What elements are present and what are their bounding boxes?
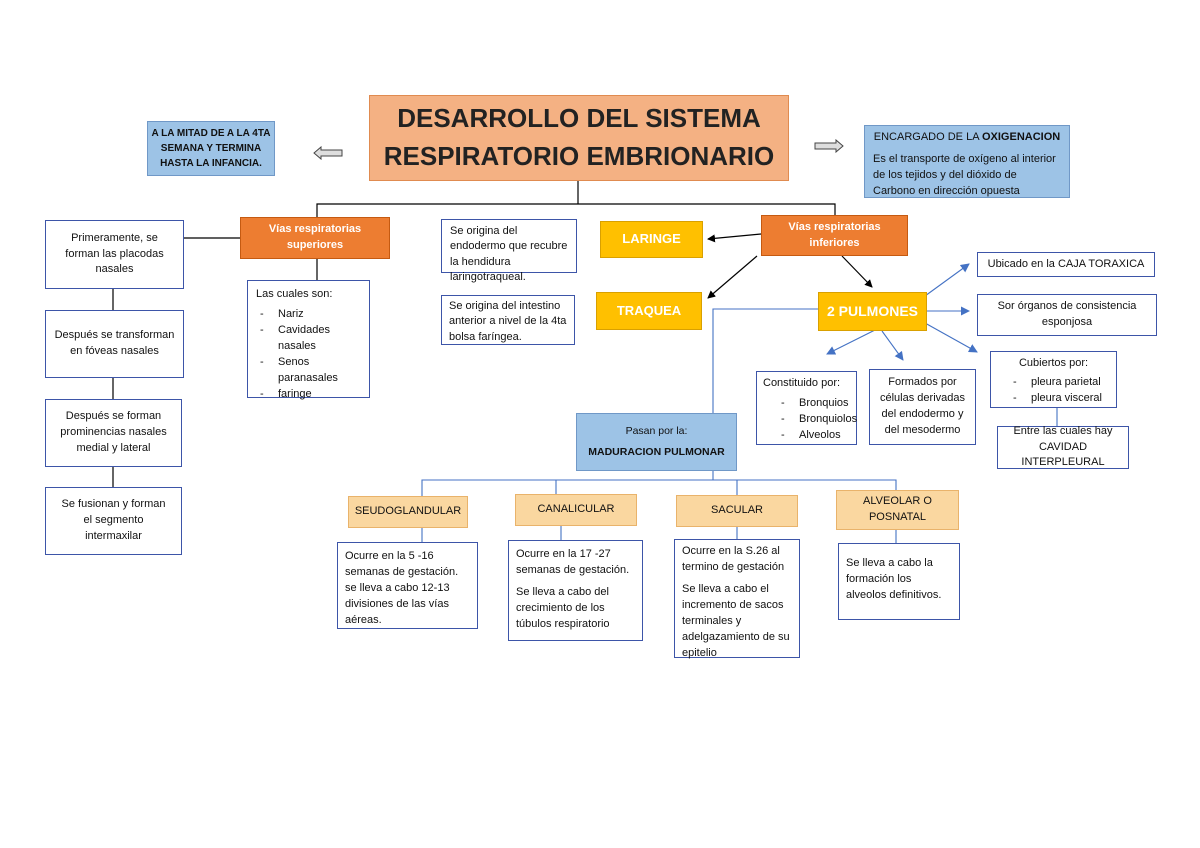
trachea-description: Se origina del intestino anterior a nive… [441,295,575,345]
stage-text: Se lleva a cabo del crecimiento de los t… [516,585,610,630]
nasal-step-text: Se fusionan y forman el segmento interma… [61,498,166,542]
upper-airways-label: Vías respiratorias superiores [268,223,362,251]
pulmonary-maturation-node: Pasan por la: MADURACION PULMONAR [576,413,737,471]
stage-1-label: SEUDOGLANDULAR [348,496,468,528]
oxygenation-heading-prefix: ENCARGADO DE LA [873,131,982,143]
nasal-step-2: Después se transforman en fóveas nasales [45,310,184,378]
duration-line-3: HASTA LA INFANCIA. [160,158,262,169]
nasal-step-4: Se fusionan y forman el segmento interma… [45,487,182,555]
stage-3-description: Ocurre en la S.26 al termino de gestació… [674,539,800,659]
stage-text: Ocurre en la 17 -27 semanas de gestación… [516,548,630,576]
lungs-origin-box: Formados por células derivadas del endod… [869,369,976,445]
stage-3-label: SACULAR [676,495,798,527]
lungs-location-box: Ubicado en la CAJA TORAXICA [977,252,1155,277]
upper-airways-list: Las cuales son: Nariz Cavidades nasales … [247,280,370,403]
lungs-constitution-title: Constituido por: [763,377,841,389]
larynx-label: LARINGE [622,231,681,247]
right-double-arrow-icon [814,139,844,153]
upper-airways-node: Vías respiratorias superiores [240,217,390,259]
larynx-node: LARINGE [600,221,703,258]
lungs-consistency-text: Sor órganos de consistencia esponjosa [997,300,1137,328]
lungs-constitution-item: Bronquios [777,396,850,412]
upper-airway-item: Cavidades nasales [256,323,361,355]
stage-text: Ocurre en la 5 -16 semanas de gestación. [345,550,459,578]
upper-airway-item: faringe [256,387,361,403]
stage-text: Se lleva a cabo el incremento de sacos t… [682,582,790,659]
upper-airways-list-title: Las cuales son: [256,288,333,300]
stage-1-description: Ocurre en la 5 -16 semanas de gestación.… [337,542,478,629]
lungs-location-text: Ubicado en la CAJA TORAXICA [987,257,1145,270]
lower-airways-label: Vías respiratorias inferiores [788,220,881,249]
oxygenation-heading: ENCARGADO DE LA OXIGENACION [873,130,1061,146]
stage-name: SEUDOGLANDULAR [354,505,462,518]
pleura-item: pleura parietal [1009,375,1108,391]
larynx-description-text: Se origina del endodermo que recubre la … [450,225,568,284]
nasal-step-3: Después se forman prominencias nasales m… [45,399,182,467]
title-line-2: RESPIRATORIO EMBRIONARIO [383,141,775,171]
stage-name: ALVEOLAR O POSNATAL [863,495,932,523]
stage-name: SACULAR [711,504,763,517]
trachea-description-text: Se origina del intestino anterior a nive… [449,300,567,343]
stage-text: Ocurre en la S.26 al termino de gestació… [682,545,785,573]
duration-line-1: A LA MITAD DE A LA 4TA [151,128,271,139]
upper-airway-item: Senos paranasales [256,355,361,387]
stage-2-label: CANALICULAR [515,494,637,526]
stage-name: CANALICULAR [537,503,615,516]
nasal-step-text: Primeramente, se forman las placodas nas… [65,231,164,276]
lower-airways-node: Vías respiratorias inferiores [761,215,908,256]
nasal-step-text: Después se forman prominencias nasales m… [60,410,167,454]
title-line-1: DESARROLLO DEL SISTEMA [397,103,761,134]
nasal-step-1: Primeramente, se forman las placodas nas… [45,220,184,289]
stage-4-description: Se lleva a cabo la formación los alveolo… [838,543,960,620]
lungs-constitution-box: Constituido por: Bronquios Bronquiolos A… [756,371,857,445]
lungs-node: 2 PULMONES [818,292,927,331]
trachea-node: TRAQUEA [596,292,702,330]
lungs-constitution-item: Bronquiolos [777,412,857,428]
duration-box: A LA MITAD DE A LA 4TA SEMANA Y TERMINA … [147,121,275,176]
left-double-arrow-icon [313,146,343,160]
pleura-item: pleura visceral [1009,391,1108,407]
main-title: DESARROLLO DEL SISTEMA RESPIRATORIO EMBR… [369,95,789,181]
maturation-line-2: MADURACION PULMONAR [588,446,725,458]
stage-4-label: ALVEOLAR O POSNATAL [836,490,959,530]
oxygenation-box: ENCARGADO DE LA OXIGENACION Es el transp… [864,125,1070,198]
lungs-origin-text: Formados por células derivadas del endod… [880,376,965,436]
pleural-cavity-box: Entre las cuales hay CAVIDAD INTERPLEURA… [997,424,1129,469]
pleura-title: Cubiertos por: [1018,357,1089,369]
nasal-step-text: Después se transforman en fóveas nasales [54,329,175,357]
stage-2-description: Ocurre en la 17 -27 semanas de gestación… [508,540,643,641]
duration-line-2: SEMANA Y TERMINA [160,143,262,154]
stage-text: Se lleva a cabo la formación los alveolo… [846,557,942,601]
pleura-box: Cubiertos por: pleura parietal pleura vi… [990,351,1117,408]
maturation-line-1: Pasan por la: [625,424,688,437]
trachea-label: TRAQUEA [616,302,682,318]
upper-airway-item: Nariz [256,307,361,323]
pleural-cavity-text: Entre las cuales hay CAVIDAD INTERPLEURA… [1013,424,1113,469]
stage-text: se lleva a cabo 12-13 divisiones de las … [345,581,450,626]
lungs-label: 2 PULMONES [826,303,918,320]
larynx-description: Se origina del endodermo que recubre la … [441,219,577,283]
lungs-constitution-item: Alveolos [777,428,850,444]
oxygenation-heading-bold: OXIGENACION [981,131,1061,143]
oxygenation-text: Es el transporte de oxígeno al interior … [873,152,1056,197]
lungs-consistency-box: Sor órganos de consistencia esponjosa [977,294,1157,336]
